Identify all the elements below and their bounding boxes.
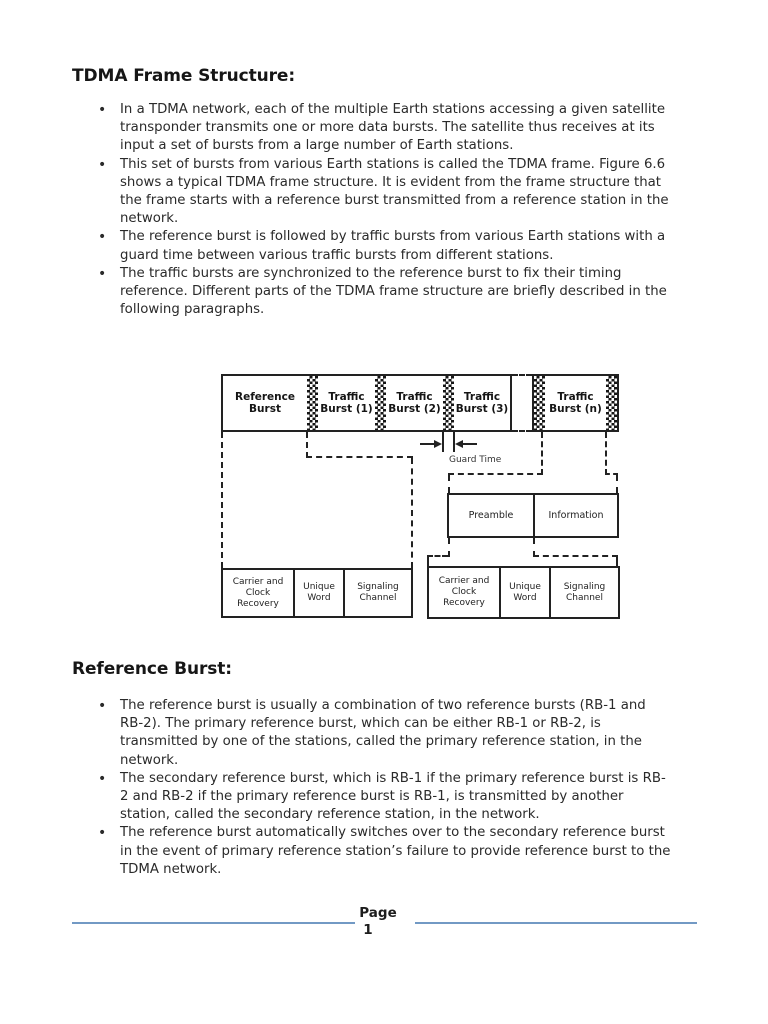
bullet-item: The reference burst is usually a combina… xyxy=(72,697,672,770)
arrow-right-icon xyxy=(434,440,442,448)
preamble-box: Preamble xyxy=(468,510,514,521)
signaling-channel-box: Signaling Channel xyxy=(549,568,618,617)
section-heading-reference-burst: Reference Burst: xyxy=(72,659,232,679)
dashed-connector xyxy=(605,432,607,475)
bullet-item: In a TDMA network, each of the multiple … xyxy=(72,101,672,156)
dashed-connector xyxy=(533,555,618,557)
traffic-burst-2-box: Traffic Burst (2) xyxy=(388,390,441,416)
dashed-connector xyxy=(541,432,543,475)
bullet-item: The secondary reference burst, which is … xyxy=(72,770,672,825)
bullet-item: The traffic bursts are synchronized to t… xyxy=(72,265,672,320)
bullet-item: The reference burst is followed by traff… xyxy=(72,228,672,264)
dashed-connector xyxy=(448,538,450,557)
reference-burst-box: Reference Burst xyxy=(234,390,296,416)
footer-page-number: 1 xyxy=(363,922,373,938)
bullet-list-reference-burst: The reference burst is usually a combina… xyxy=(72,697,672,879)
frame-row-left: Reference Burst Traffic Burst (1) Traffi… xyxy=(221,374,512,432)
arrow-left-icon xyxy=(455,440,463,448)
guard-band xyxy=(534,376,545,430)
guard-band xyxy=(443,376,454,430)
carrier-clock-recovery-box: Carrier and Clock Recovery xyxy=(232,576,284,609)
guard-time-tick-left xyxy=(442,432,444,452)
guard-band xyxy=(307,376,318,430)
traffic-burst-1-box: Traffic Burst (1) xyxy=(320,390,373,416)
guard-time-arrow-right xyxy=(462,443,477,445)
dashed-connector xyxy=(616,557,618,566)
traffic-burst-n-box: Traffic Burst (n) xyxy=(549,390,602,416)
dashed-connector xyxy=(448,473,543,475)
bullet-item: This set of bursts from various Earth st… xyxy=(72,156,672,229)
bullet-list-tdma: In a TDMA network, each of the multiple … xyxy=(72,101,672,319)
dashed-connector xyxy=(306,432,308,458)
preamble-components-group: Carrier and Clock Recovery Unique Word S… xyxy=(427,566,620,619)
guard-time-label: Guard Time xyxy=(449,455,502,465)
dashed-connector xyxy=(411,458,413,568)
dashed-connector xyxy=(306,456,413,458)
footer-rule-right xyxy=(415,922,697,924)
dashed-connector xyxy=(427,557,429,566)
information-box: Information xyxy=(533,495,617,536)
unique-word-box: Unique Word xyxy=(293,570,343,616)
reference-burst-components-group: Carrier and Clock Recovery Unique Word S… xyxy=(221,568,413,618)
frame-row-right: Traffic Burst (n) xyxy=(532,374,619,432)
dashed-connector xyxy=(427,555,448,557)
unique-word-box: Unique Word xyxy=(499,568,549,617)
guard-time-tick-right xyxy=(453,432,455,452)
footer-rule-left xyxy=(72,922,355,924)
section-heading-tdma-frame-structure: TDMA Frame Structure: xyxy=(72,66,296,86)
dashed-connector xyxy=(605,473,618,475)
footer-page-label: Page xyxy=(359,905,397,921)
guard-band xyxy=(375,376,386,430)
guard-time-arrow-left xyxy=(420,443,435,445)
signaling-channel-box: Signaling Channel xyxy=(343,570,411,616)
guard-band xyxy=(606,376,617,430)
dashed-connector xyxy=(448,475,450,493)
carrier-clock-recovery-box: Carrier and Clock Recovery xyxy=(438,576,490,608)
dashed-connector xyxy=(221,432,223,568)
preamble-information-box: Preamble Information xyxy=(447,493,619,538)
dashed-connector xyxy=(533,538,535,557)
frame-continuation-gap xyxy=(512,374,532,432)
tdma-frame-structure-figure: Reference Burst Traffic Burst (1) Traffi… xyxy=(221,372,621,624)
bullet-item: The reference burst automatically switch… xyxy=(72,824,672,879)
traffic-burst-3-box: Traffic Burst (3) xyxy=(455,390,509,416)
dashed-connector xyxy=(616,475,618,493)
